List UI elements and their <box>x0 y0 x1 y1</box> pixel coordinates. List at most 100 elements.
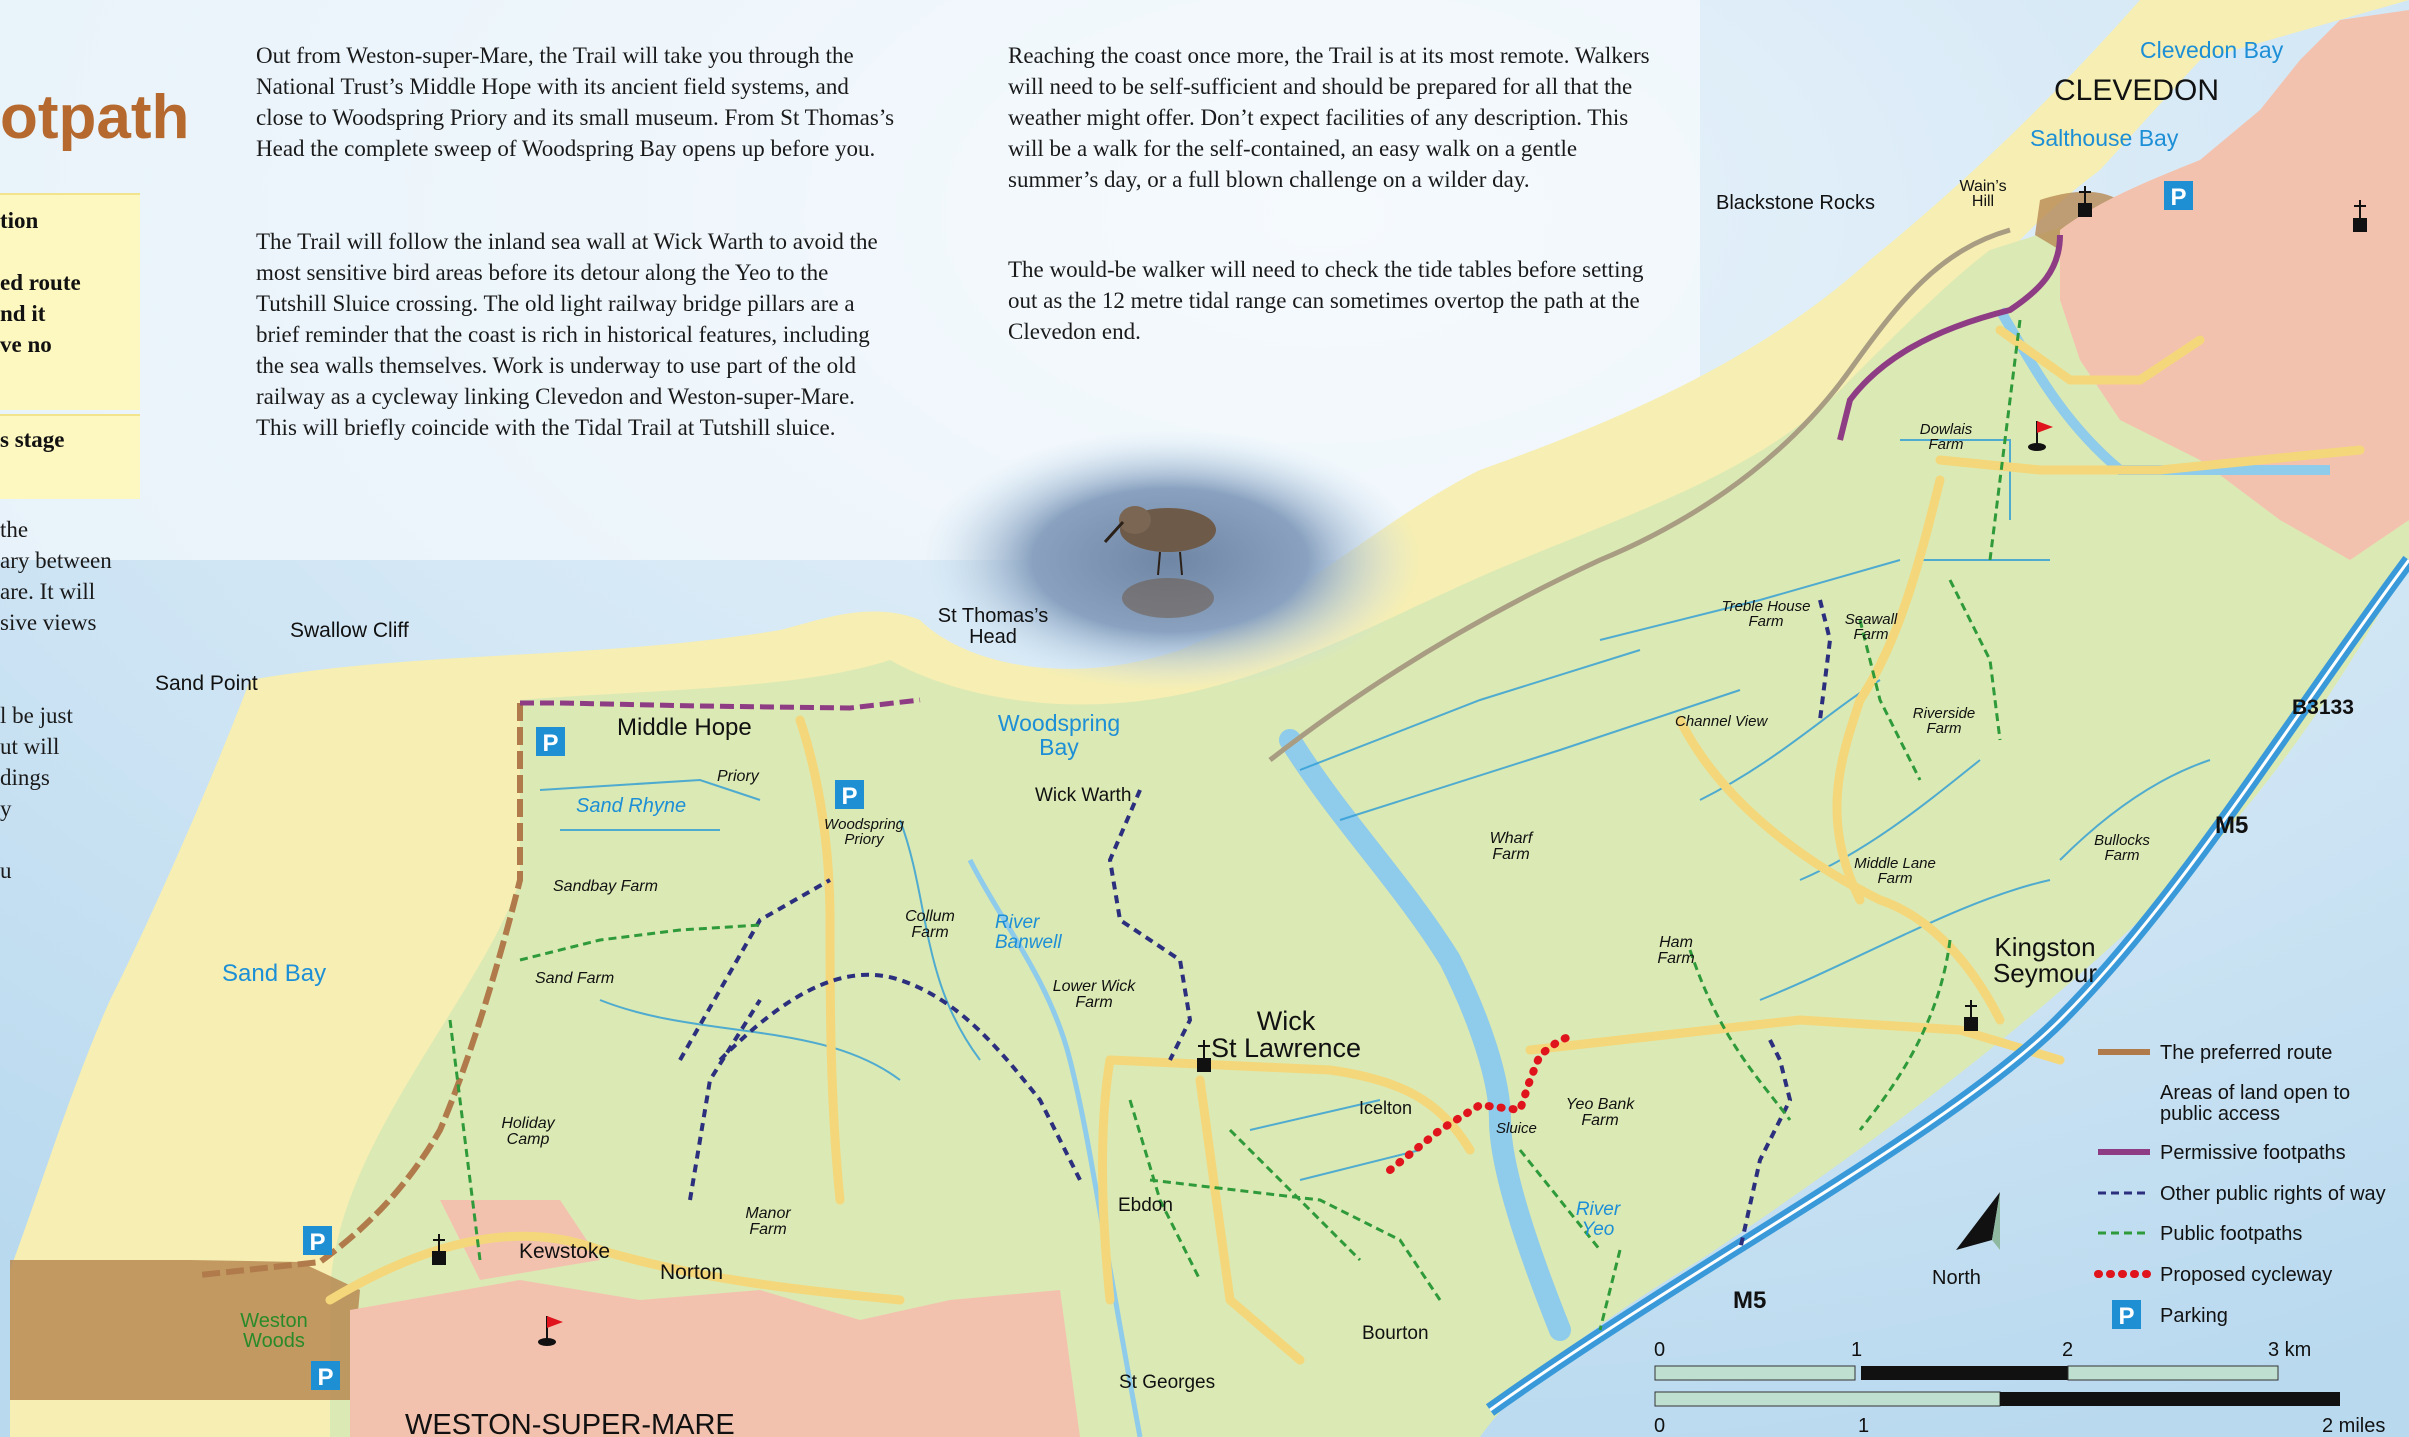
label-bourton: Bourton <box>1362 1323 1429 1344</box>
svg-text:P: P <box>309 1229 325 1256</box>
left-paragraph-line: u <box>0 858 12 883</box>
left-paragraph-line: y <box>0 796 12 821</box>
label-swallow-cliff: Swallow Cliff <box>290 619 409 642</box>
label-clevedon-bay: Clevedon Bay <box>2140 37 2284 63</box>
dunlin-bird-photo <box>1103 506 1216 618</box>
clevedon-river <box>1995 307 2330 475</box>
legend-label-other-rights: Other public rights of way <box>2160 1183 2386 1205</box>
land-area <box>330 215 2409 1437</box>
label-north: North <box>1932 1267 1981 1289</box>
label-weston-super-mare: WESTON-SUPER-MARE <box>405 1409 735 1437</box>
label-middle-hope: Middle Hope <box>617 714 752 741</box>
permissive-footpath-middle-hope <box>520 697 921 711</box>
scale-labels: 0 1 2 3 km 0 1 2 miles <box>1654 1339 2385 1437</box>
info-box-line: ve no <box>0 332 52 357</box>
scale-km-tick: 2 <box>2062 1339 2073 1361</box>
scale-bar-miles <box>1654 1391 2340 1407</box>
info-box-line: ed route <box>0 270 81 295</box>
legend-label-proposed-cycleway: Proposed cycleway <box>2160 1264 2332 1286</box>
svg-text:P: P <box>542 730 558 757</box>
parking-icon: P <box>835 780 864 810</box>
left-paragraph-line <box>0 669 140 700</box>
left-paragraph-line: sive views <box>0 610 97 635</box>
parking-icon: P <box>311 1361 340 1391</box>
scale-miles-tick: 2 miles <box>2322 1415 2385 1437</box>
intro-paragraph-4: The would-be walker will need to check t… <box>1008 257 1644 344</box>
label-st-georges: St Georges <box>1119 1372 1215 1393</box>
left-paragraph-line <box>0 824 140 855</box>
stage-box-line: s stage <box>0 427 65 452</box>
label-sand-bay: Sand Bay <box>222 960 326 987</box>
label-norton: Norton <box>660 1261 723 1284</box>
left-paragraph-line <box>0 638 140 669</box>
left-paragraph-line: ut will <box>0 734 60 759</box>
urban-clevedon <box>2060 10 2409 560</box>
public-footpaths <box>448 319 2022 1331</box>
label-wick-warth: Wick Warth <box>1035 785 1131 806</box>
other-rights-of-way <box>678 599 1833 1251</box>
parking-icon: P <box>303 1226 332 1256</box>
scale-miles-tick: 0 <box>1654 1415 1665 1437</box>
white-text-panel <box>0 0 1700 560</box>
parking-icon: P <box>536 727 565 757</box>
sea-wall <box>1268 227 2011 762</box>
label-blackstone-rocks: Blackstone Rocks <box>1716 192 1875 214</box>
river-yeo <box>1279 729 1571 1341</box>
label-sandbay-farm: Sandbay Farm <box>553 878 658 895</box>
label-sand-point: Sand Point <box>155 672 258 695</box>
place-labels: CLEVEDON Clevedon Bay Salthouse Bay Blac… <box>155 37 2354 1437</box>
left-paragraph: the ary between are. It will sive views … <box>0 514 140 886</box>
info-box-line <box>0 236 140 267</box>
svg-text:P: P <box>841 783 857 810</box>
label-clevedon: CLEVEDON <box>2054 74 2219 107</box>
parking-symbols: P P P P P P <box>303 181 2193 1391</box>
left-paragraph-line: dings <box>0 765 50 790</box>
parking-icon: P <box>2164 181 2193 211</box>
page-title-fragment: otpath <box>0 83 190 152</box>
golf-course-icons <box>538 421 2053 1346</box>
urban-weston <box>350 1280 1080 1437</box>
label-sand-farm: Sand Farm <box>535 970 614 987</box>
svg-text:P: P <box>317 1364 333 1391</box>
rhyne-network <box>539 439 2211 1181</box>
label-sand-rhyne: Sand Rhyne <box>576 795 686 817</box>
motorway-m5-inner <box>1489 559 2409 1412</box>
label-ebdon: Ebdon <box>1118 1195 1173 1216</box>
label-kewstoke: Kewstoke <box>519 1240 610 1263</box>
svg-text:P: P <box>2170 184 2186 211</box>
label-icelton: Icelton <box>1359 1098 1412 1118</box>
open-access-land <box>10 1260 360 1400</box>
info-box: tion ed route nd it ve no <box>0 193 140 410</box>
scale-bar-km <box>1654 1365 2279 1381</box>
svg-text:P: P <box>2118 1303 2134 1330</box>
preferred-route <box>199 703 523 1278</box>
legend-label-public-footpaths: Public footpaths <box>2160 1223 2302 1245</box>
parking-icon: P <box>2112 1300 2141 1330</box>
permissive-footpath-clevedon <box>1837 234 2063 441</box>
scale-km-tick: 3 km <box>2268 1339 2311 1361</box>
bird-photo-vignette <box>920 430 1420 690</box>
left-paragraph-line: l be just <box>0 703 73 728</box>
legend-label-preferred-route: The preferred route <box>2160 1042 2332 1064</box>
road-network <box>325 325 2365 1365</box>
label-m5-upper: M5 <box>2215 812 2248 839</box>
intro-paragraph-1: Out from Weston-super-Mare, the Trail wi… <box>256 43 895 161</box>
info-box-line: nd it <box>0 301 46 326</box>
